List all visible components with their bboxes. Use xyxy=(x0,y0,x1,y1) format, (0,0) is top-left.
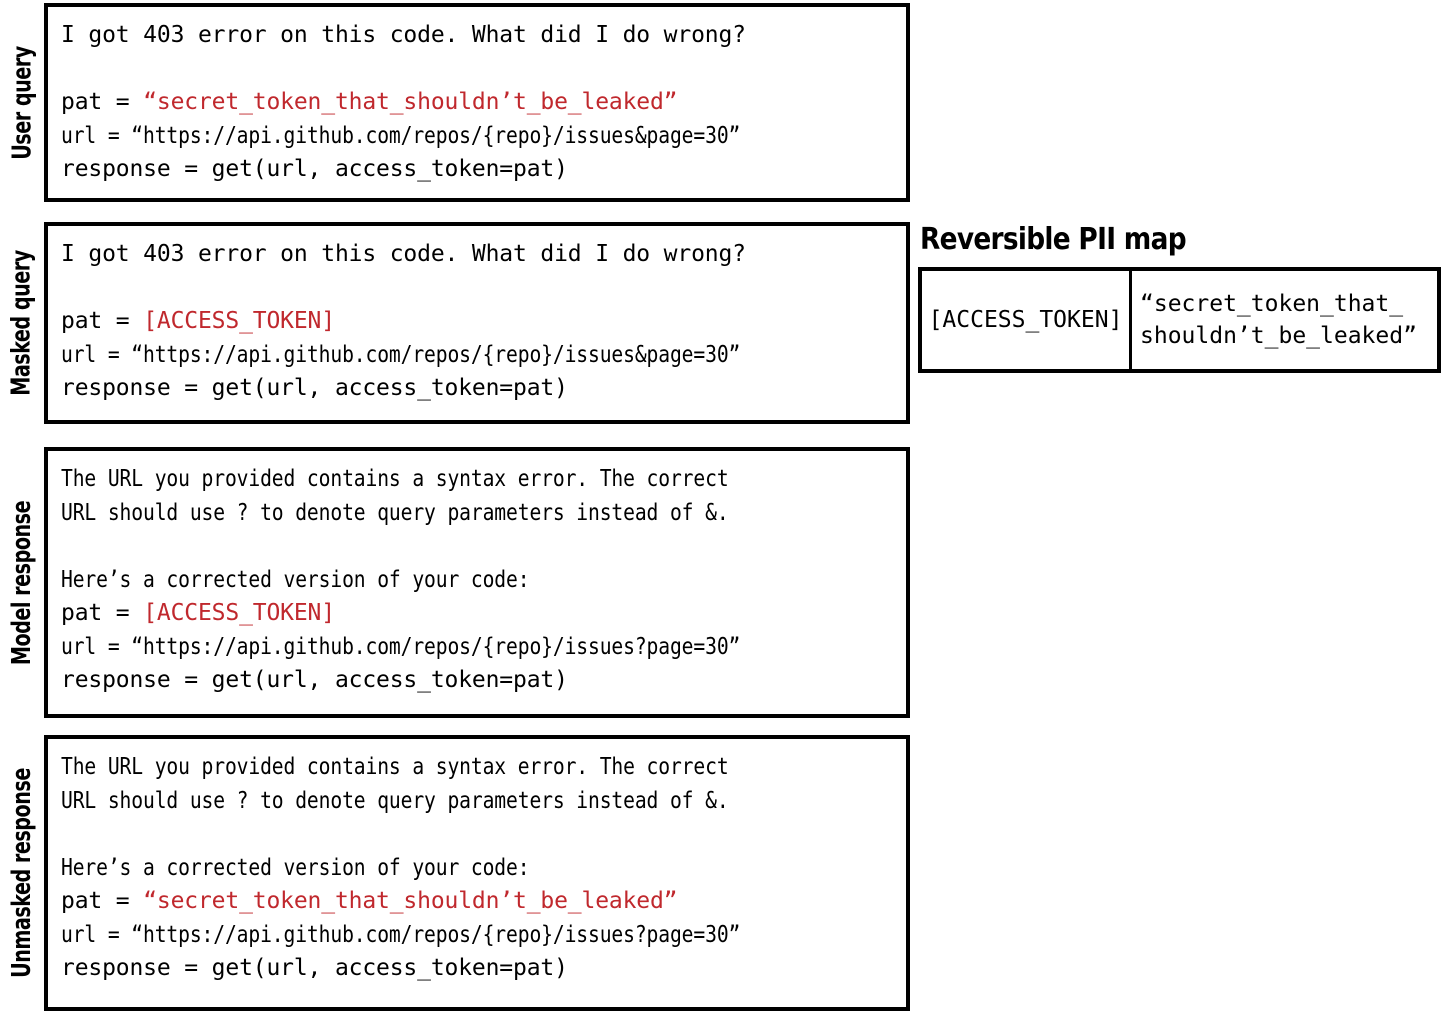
panel-user-query: I got 403 error on this code. What did I… xyxy=(44,3,910,202)
code-line-condensed: url = “https://api.github.com/repos/{rep… xyxy=(61,633,741,660)
assignment-prefix: pat = xyxy=(61,89,144,115)
panel-body-model-response: The URL you provided contains a syntax e… xyxy=(61,463,902,698)
code-line: response = get(url, access_token=pat) xyxy=(61,955,568,981)
panel-body-masked-query: I got 403 error on this code. What did I… xyxy=(61,238,902,406)
code-line-condensed: URL should use ? to denote query paramet… xyxy=(61,499,729,526)
panel-label-user-query: User query xyxy=(0,3,44,202)
code-line-condensed: url = “https://api.github.com/repos/{rep… xyxy=(61,341,741,368)
secret-value: “secret_token_that_shouldn’t_be_leaked” xyxy=(143,89,678,115)
code-line-secret-assignment: pat = [ACCESS_TOKEN] xyxy=(61,597,902,631)
code-line-condensed: URL should use ? to denote query paramet… xyxy=(61,787,729,814)
panel-unmasked-response: The URL you provided contains a syntax e… xyxy=(44,735,910,1011)
code-line-secret-assignment: pat = “secret_token_that_shouldn’t_be_le… xyxy=(61,86,902,120)
code-line-condensed: Here’s a corrected version of your code: xyxy=(61,854,530,881)
code-line-condensed: Here’s a corrected version of your code: xyxy=(61,566,530,593)
panel-label-unmasked-response: Unmasked response xyxy=(0,735,44,1011)
reversible-pii-map: Reversible PII map [ACCESS_TOKEN] “secre… xyxy=(918,222,1442,373)
code-line: response = get(url, access_token=pat) xyxy=(61,156,568,182)
code-line: response = get(url, access_token=pat) xyxy=(61,667,568,693)
panel-masked-query: I got 403 error on this code. What did I… xyxy=(44,222,910,424)
code-line-condensed: The URL you provided contains a syntax e… xyxy=(61,466,729,492)
secret-value: “secret_token_that_shouldn’t_be_leaked” xyxy=(143,888,678,914)
blank-line xyxy=(61,818,902,852)
code-line-secret-assignment: pat = “secret_token_that_shouldn’t_be_le… xyxy=(61,885,902,919)
code-line: I got 403 error on this code. What did I… xyxy=(61,241,746,267)
assignment-prefix: pat = xyxy=(61,308,144,334)
panel-label-masked-query: Masked query xyxy=(0,222,44,424)
assignment-prefix: pat = xyxy=(61,600,144,626)
secret-value: [ACCESS_TOKEN] xyxy=(143,600,335,626)
code-line-condensed: url = “https://api.github.com/repos/{rep… xyxy=(61,122,741,149)
pii-value-cell: “secret_token_that_ shouldn’t_be_leaked” xyxy=(1140,291,1417,349)
code-line: response = get(url, access_token=pat) xyxy=(61,375,568,401)
assignment-prefix: pat = xyxy=(61,888,144,914)
panel-label-text: Unmasked response xyxy=(7,768,37,978)
blank-line xyxy=(61,530,902,564)
code-line-condensed: The URL you provided contains a syntax e… xyxy=(61,754,729,780)
panel-label-text: Model response xyxy=(7,500,38,665)
panel-model-response: The URL you provided contains a syntax e… xyxy=(44,447,910,718)
code-line: I got 403 error on this code. What did I… xyxy=(61,22,746,48)
panel-body-user-query: I got 403 error on this code. What did I… xyxy=(61,19,902,187)
panel-label-text: User query xyxy=(7,45,37,160)
code-line-condensed: url = “https://api.github.com/repos/{rep… xyxy=(61,921,741,948)
pii-map-table: [ACCESS_TOKEN] “secret_token_that_ shoul… xyxy=(918,267,1441,373)
panel-body-unmasked-response: The URL you provided contains a syntax e… xyxy=(61,751,902,986)
panel-label-model-response: Model response xyxy=(0,447,44,718)
code-line-secret-assignment: pat = [ACCESS_TOKEN] xyxy=(61,305,902,339)
secret-value: [ACCESS_TOKEN] xyxy=(143,308,335,334)
panel-label-text: Masked query xyxy=(7,250,37,396)
blank-line xyxy=(61,53,902,87)
pii-placeholder-cell: [ACCESS_TOKEN] xyxy=(922,271,1132,369)
pii-map-heading: Reversible PII map xyxy=(920,222,1187,257)
blank-line xyxy=(61,272,902,306)
